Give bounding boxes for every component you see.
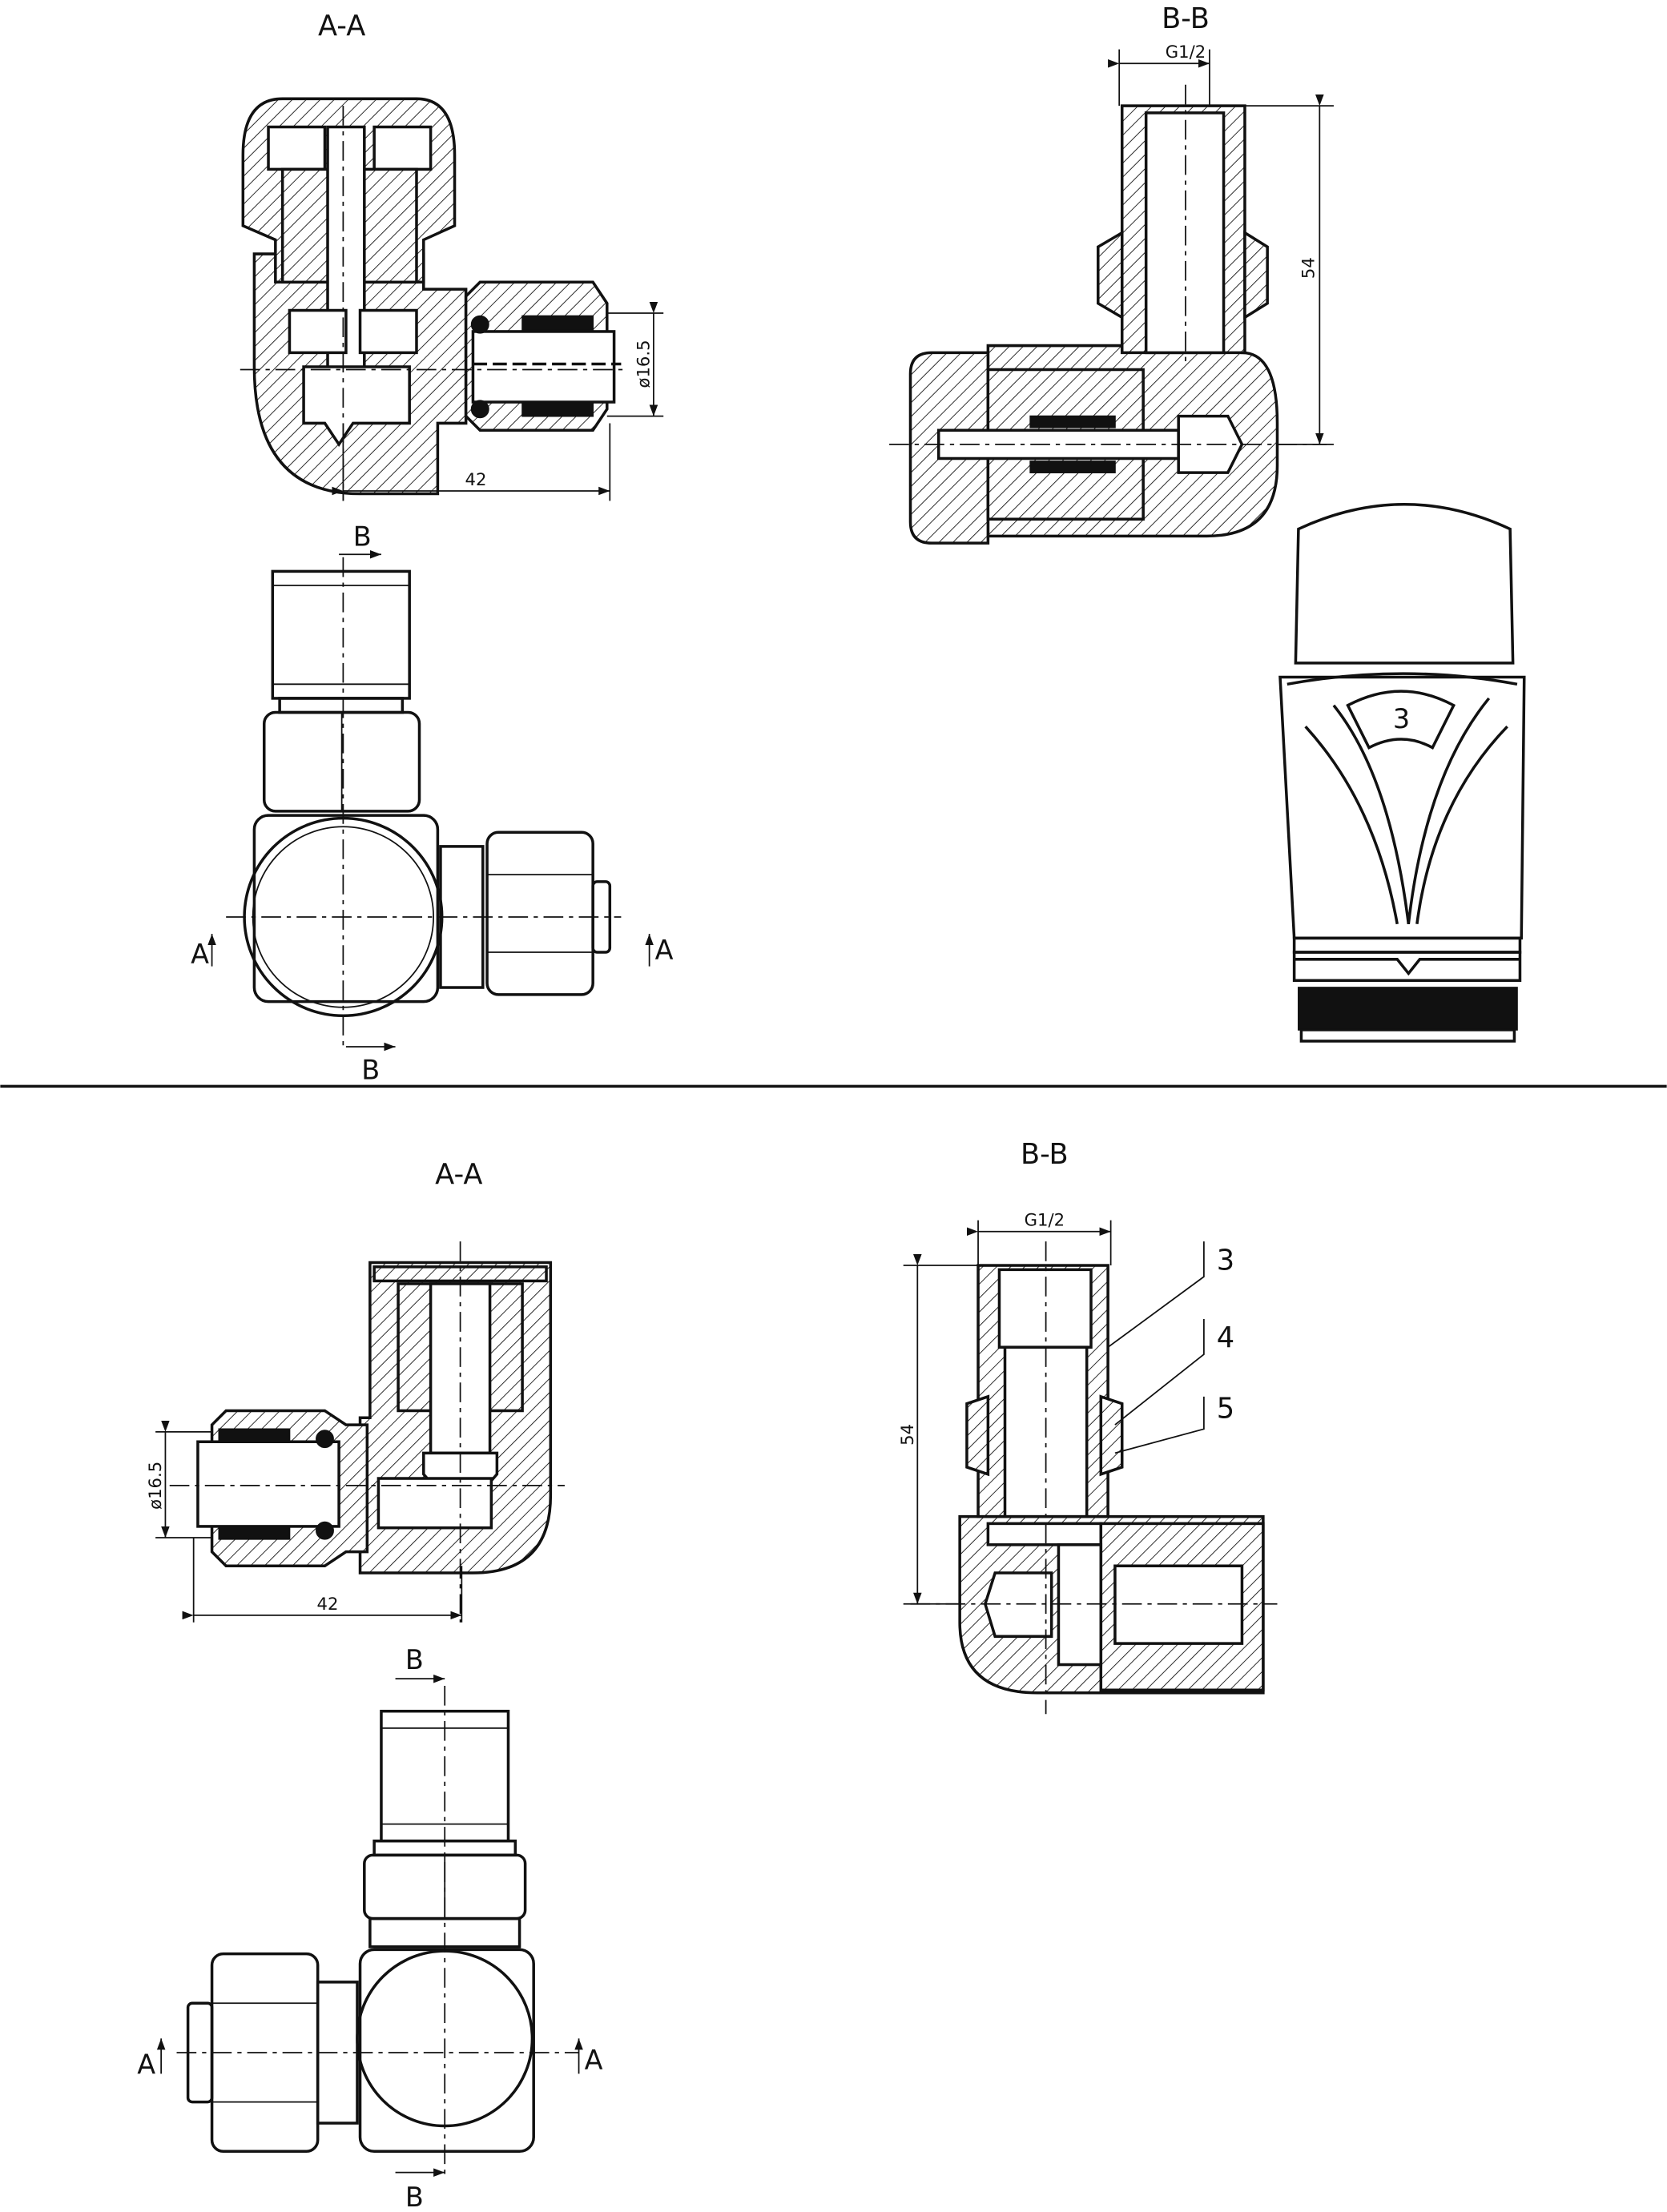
threaded-end bbox=[271, 569, 411, 700]
bottom-section-aa-title: A-A bbox=[435, 1158, 482, 1191]
section-marker-a-right: A bbox=[655, 935, 674, 966]
union-nut bbox=[965, 1394, 1124, 1477]
dimension-height: 54 bbox=[1244, 95, 1334, 445]
dimension-length: 42 bbox=[182, 1538, 463, 1623]
length-label: 42 bbox=[465, 469, 487, 489]
height-label: 54 bbox=[897, 1424, 917, 1446]
section-marker-b-bottom: B bbox=[405, 2182, 424, 2212]
diameter-label: ø16.5 bbox=[145, 1462, 165, 1510]
dimension-length: 42 bbox=[332, 423, 611, 501]
valve-body bbox=[358, 1948, 535, 2154]
top-section-bb-title: B-B bbox=[1162, 2, 1210, 35]
callout-3: 3 bbox=[1217, 1244, 1234, 1277]
bottom-section-bb: B-B G1/2 54 3 4 5 bbox=[897, 1138, 1278, 1715]
height-label: 54 bbox=[1298, 257, 1318, 279]
dimension-diameter: ø16.5 bbox=[606, 301, 664, 417]
bottom-plan-view: A A B B bbox=[137, 1644, 602, 2212]
thread-label: G1/2 bbox=[1166, 42, 1206, 62]
springs bbox=[218, 1428, 334, 1540]
valve-body bbox=[252, 814, 440, 1003]
bottom-section-aa: A-A ø16.5 42 bbox=[145, 1158, 565, 1623]
dimension-diameter: ø16.5 bbox=[145, 1420, 212, 1538]
diameter-label: ø16.5 bbox=[634, 340, 654, 388]
union-nut bbox=[1097, 230, 1269, 320]
springs bbox=[470, 315, 594, 419]
top-section-aa-title: A-A bbox=[318, 10, 365, 42]
section-marker-b-top: B bbox=[405, 1644, 424, 1675]
grip-band bbox=[1298, 987, 1518, 1031]
section-marker-a-left: A bbox=[191, 939, 209, 970]
thermostatic-head: 3 bbox=[1278, 503, 1526, 1043]
section-marker-a-left: A bbox=[137, 2049, 155, 2080]
setting-window bbox=[1346, 690, 1456, 750]
section-marker-b-bottom: B bbox=[361, 1055, 380, 1086]
top-section-bb: B-B G1/2 54 bbox=[889, 2, 1334, 545]
setting-number: 3 bbox=[1393, 703, 1410, 734]
callout-4: 4 bbox=[1217, 1321, 1234, 1354]
compression-nut bbox=[485, 831, 594, 996]
top-section-aa: A-A ø16.5 42 bbox=[240, 10, 664, 501]
bottom-section-bb-title: B-B bbox=[1021, 1138, 1069, 1171]
callout-5: 5 bbox=[1217, 1392, 1234, 1425]
dimension-thread: G1/2 bbox=[966, 1210, 1112, 1266]
head-dome bbox=[1294, 503, 1515, 665]
thread-label: G1/2 bbox=[1025, 1210, 1065, 1230]
section-marker-b-top: B bbox=[353, 521, 372, 553]
length-label: 42 bbox=[317, 1594, 339, 1614]
dimension-thread: G1/2 bbox=[1108, 42, 1210, 107]
callouts: 3 4 5 bbox=[1107, 1241, 1234, 1454]
top-plan-view: A A B B bbox=[191, 521, 674, 1086]
dimension-height: 54 bbox=[897, 1253, 979, 1605]
section-marker-a-right: A bbox=[585, 2045, 603, 2076]
